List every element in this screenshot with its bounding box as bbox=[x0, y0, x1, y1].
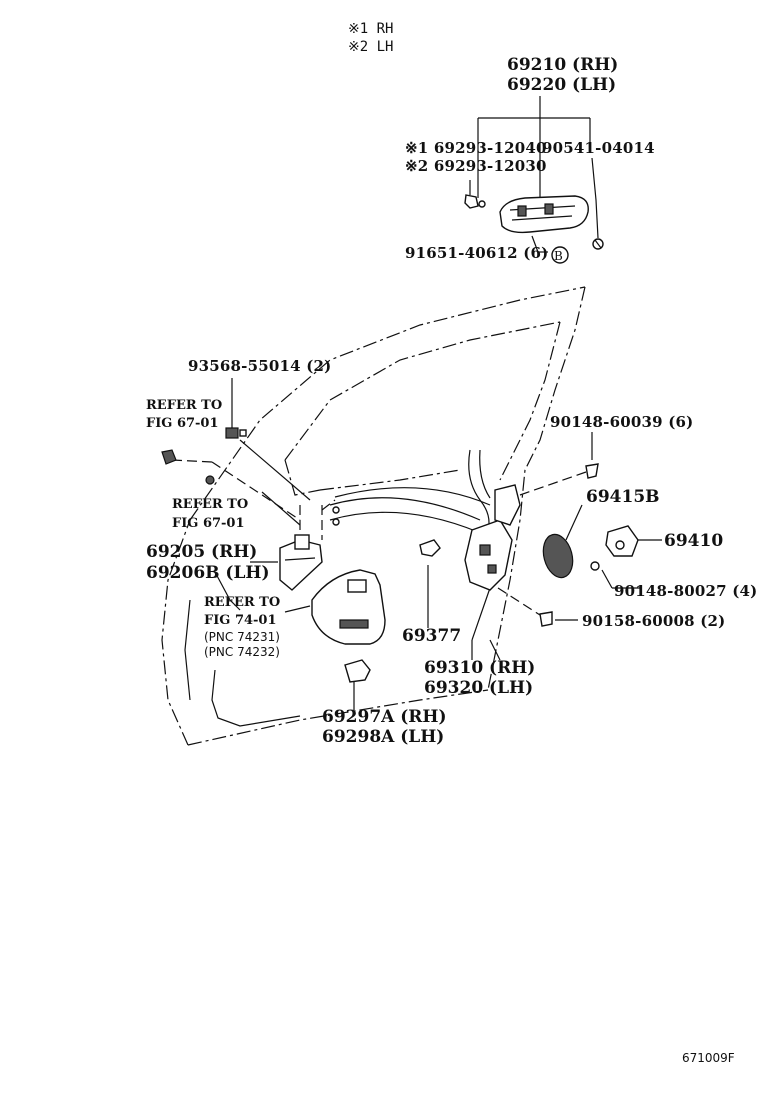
label-cylinder-rh: ※1 69293-12040 bbox=[405, 139, 547, 157]
outside-door-handle bbox=[499, 195, 589, 234]
label-bolt-91651: 91651-40612 (6) bbox=[405, 244, 548, 262]
figure-code: 671009F bbox=[682, 1051, 735, 1065]
bolt-marker-letter: B bbox=[554, 249, 563, 263]
label-screw-93568: 93568-55014 (2) bbox=[188, 357, 331, 375]
label-screw-90158: 90158-60008 (2) bbox=[582, 612, 725, 630]
label-cover-69415b: 69415B bbox=[586, 487, 660, 507]
label-cylinder-lh: ※2 69293-12030 bbox=[405, 157, 547, 175]
screw-90148-60039 bbox=[585, 463, 599, 479]
handle-cover bbox=[344, 659, 371, 683]
screw-90148-80027 bbox=[590, 561, 600, 571]
label-refer-3-line1: REFER TO bbox=[204, 595, 280, 610]
label-outside-handle-lh: 69220 (LH) bbox=[507, 75, 616, 95]
legend-note-2: ※2 LH bbox=[348, 39, 393, 55]
label-screw-90148-60039: 90148-60039 (6) bbox=[550, 413, 693, 431]
label-refer-3-line2: FIG 74-01 bbox=[204, 613, 277, 628]
label-striker-69410: 69410 bbox=[664, 531, 723, 551]
screw-93568 bbox=[225, 427, 247, 439]
screw-90541 bbox=[592, 238, 604, 250]
inside-door-handle bbox=[279, 534, 323, 591]
door-outline bbox=[161, 286, 586, 746]
label-refer-1-line1: REFER TO bbox=[146, 398, 222, 413]
label-cover-lh: 69298A (LH) bbox=[322, 727, 444, 747]
label-inside-handle-lh: 69206B (LH) bbox=[146, 563, 270, 583]
label-clip-69377: 69377 bbox=[402, 626, 461, 646]
label-pnc-74231: (PNC 74231) bbox=[204, 630, 280, 644]
label-lock-rh: 69310 (RH) bbox=[424, 658, 535, 678]
label-screw-90541: 90541-04014 bbox=[542, 139, 655, 157]
label-cover-rh: 69297A (RH) bbox=[322, 707, 447, 727]
label-screw-90148-80027: 90148-80027 (4) bbox=[614, 582, 757, 600]
screw-90158-60008 bbox=[539, 611, 553, 627]
nut-refer-1 bbox=[161, 449, 177, 465]
label-refer-2-line1: REFER TO bbox=[172, 497, 248, 512]
lock-cylinder bbox=[464, 194, 486, 209]
label-lock-lh: 69320 (LH) bbox=[424, 678, 533, 698]
door-striker bbox=[605, 525, 639, 557]
bolt-b-marker bbox=[551, 246, 569, 264]
legend-note-1: ※1 RH bbox=[348, 21, 393, 37]
label-pnc-74232: (PNC 74232) bbox=[204, 645, 280, 659]
label-refer-1-line2: FIG 67-01 bbox=[146, 416, 219, 431]
door-lock-assembly bbox=[329, 449, 521, 591]
clip-69377 bbox=[419, 539, 441, 557]
screw-refer-2 bbox=[205, 475, 215, 485]
inside-handle-bezel bbox=[311, 569, 386, 645]
label-outside-handle-rh: 69210 (RH) bbox=[507, 55, 618, 75]
striker-cover bbox=[542, 533, 574, 579]
label-inside-handle-rh: 69205 (RH) bbox=[146, 542, 257, 562]
leader-lines bbox=[171, 96, 662, 710]
label-refer-2-line2: FIG 67-01 bbox=[172, 516, 245, 531]
